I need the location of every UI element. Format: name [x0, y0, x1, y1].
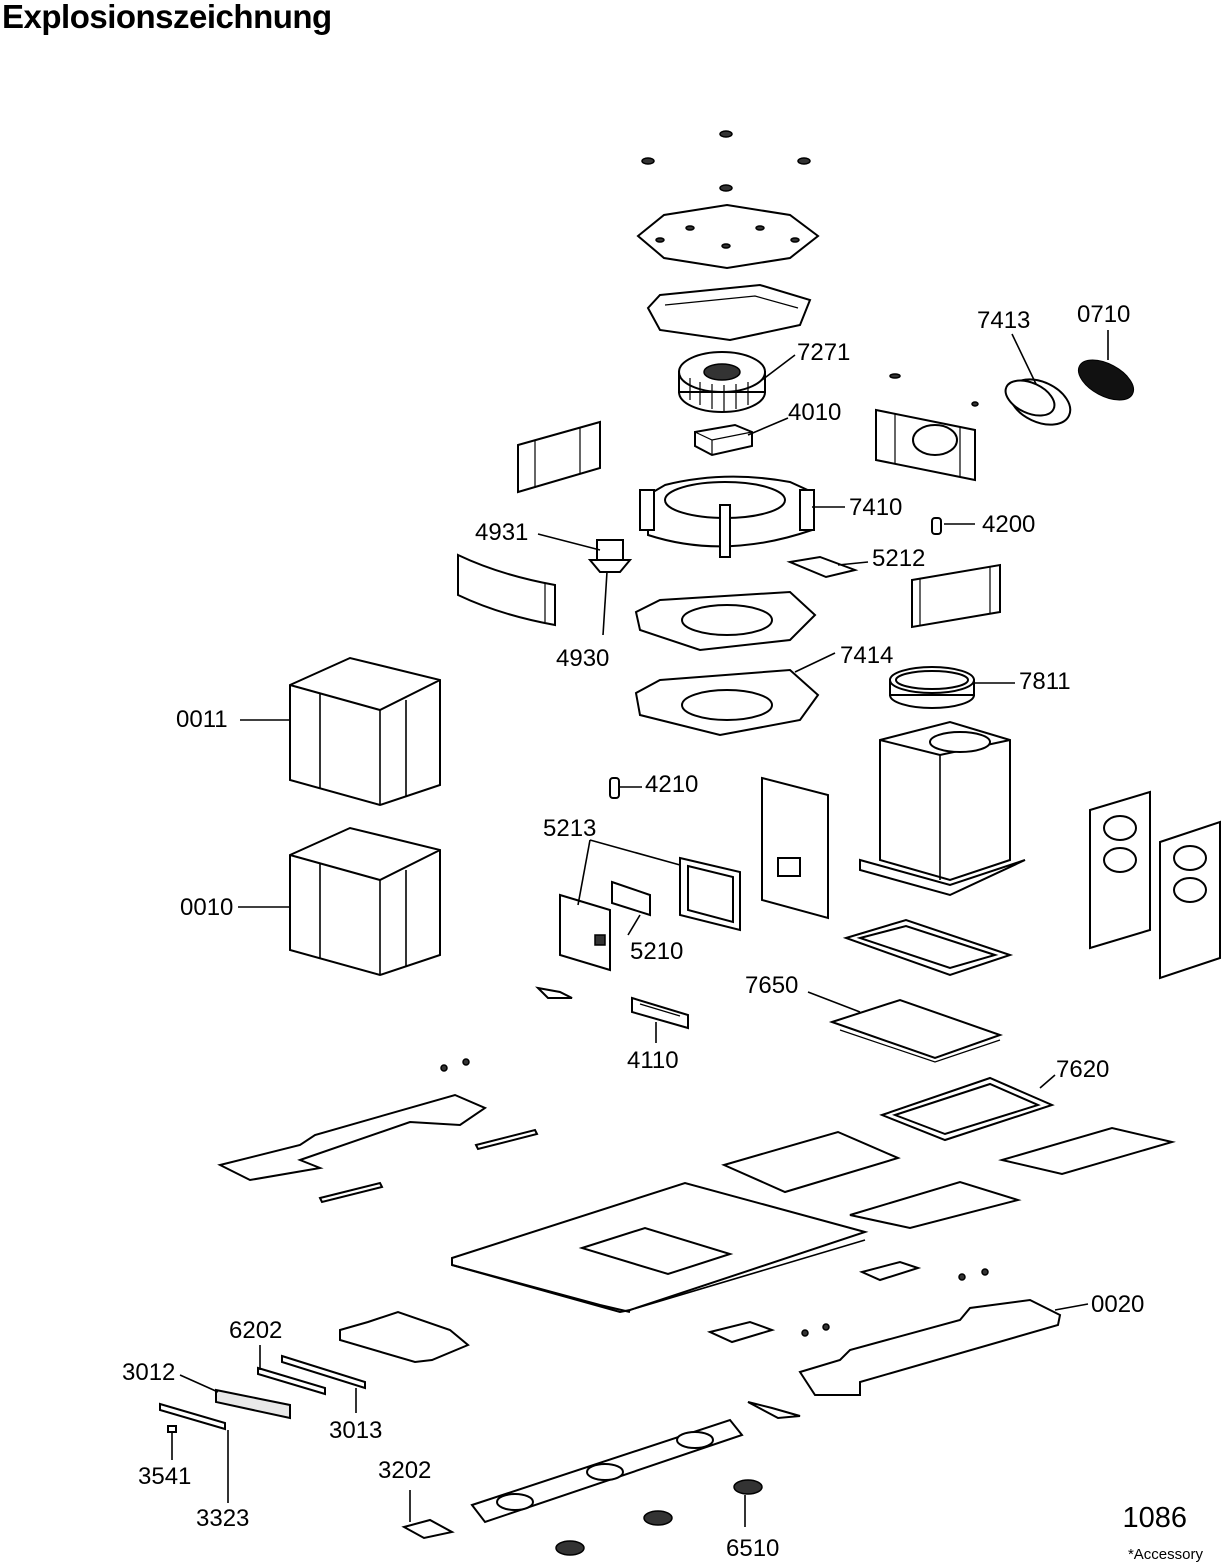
label-4931: 4931: [475, 519, 528, 546]
label-6510: 6510: [726, 1535, 779, 1562]
fan-chassis: [859, 720, 1026, 897]
chimney-upper-0011: [289, 656, 441, 807]
clip: [535, 986, 573, 999]
label-3323: 3323: [196, 1505, 249, 1532]
part-labels: 0710 7413 7271 4010 7410 4200 4931 5212 …: [122, 301, 1144, 1562]
gasket-plate: [646, 283, 812, 342]
ring-7413: [1004, 378, 1072, 426]
side-bracket-upper-left: [517, 420, 601, 494]
side-panel-middle: [761, 776, 829, 920]
motor-bracket-4010: [694, 423, 753, 457]
capacitor-4931: [587, 539, 633, 573]
rear-panel-0020: [798, 1298, 1062, 1396]
top-plate: [636, 203, 820, 270]
part-5212: [786, 555, 859, 579]
label-4200: 4200: [982, 511, 1035, 538]
label-4210: 4210: [645, 771, 698, 798]
bracket: [706, 1320, 776, 1344]
label-3202: 3202: [378, 1457, 431, 1484]
label-6202: 6202: [229, 1317, 282, 1344]
chimney-lower-0010: [289, 826, 441, 977]
clip-3202: [401, 1518, 455, 1540]
flange-plate-7414: [634, 668, 820, 737]
label-7410: 7410: [849, 494, 902, 521]
accessory-note: *Accessory: [1127, 1546, 1203, 1563]
label-7271: 7271: [797, 339, 850, 366]
label-4110: 4110: [627, 1047, 679, 1074]
light-bar: [470, 1418, 744, 1524]
electronics-box: [679, 856, 741, 932]
label-4930: 4930: [556, 645, 609, 672]
label-3013: 3013: [329, 1417, 382, 1444]
side-panels-right: [1089, 790, 1221, 980]
motor-housing-7410: [639, 475, 815, 558]
control-board: [559, 880, 651, 972]
label-7620: 7620: [1056, 1056, 1109, 1083]
part-4210: [609, 777, 620, 799]
lamps-6510: [555, 1479, 763, 1556]
ring-plate: [634, 590, 817, 652]
label-0011: 0011: [176, 706, 228, 733]
side-bracket-upper-right: [875, 408, 976, 482]
label-7414: 7414: [840, 642, 893, 669]
page-title: Explosionszeichnung: [2, 0, 332, 35]
screw: [971, 401, 979, 407]
leader-lines: [171, 330, 1109, 1527]
curved-side-panel: [457, 553, 556, 627]
filter-frame: [842, 918, 1014, 977]
main-canopy: [451, 1181, 869, 1314]
label-3012: 3012: [122, 1359, 175, 1386]
filter-panel-right: [911, 563, 1001, 629]
bracket: [858, 1260, 922, 1282]
part-4200: [931, 517, 942, 535]
screw: [889, 373, 901, 379]
label-3541: 3541: [138, 1463, 191, 1490]
label-7413: 7413: [977, 307, 1030, 334]
label-0020: 0020: [1091, 1291, 1144, 1318]
strip-parts: [159, 1354, 366, 1433]
filter-7650: [828, 998, 1004, 1063]
label-5212: 5212: [872, 545, 925, 572]
sheet-number: 1086: [1122, 1502, 1187, 1534]
check-valve-0710: [1077, 359, 1135, 401]
cover-plate: [339, 1310, 470, 1364]
label-0010: 0010: [180, 894, 233, 921]
ring-7811: [889, 666, 975, 709]
label-7811: 7811: [1019, 668, 1071, 695]
label-7650: 7650: [745, 972, 798, 999]
label-0710: 0710: [1077, 301, 1130, 328]
label-5213: 5213: [543, 815, 596, 842]
clip: [747, 1401, 801, 1420]
rear-panel-left: [217, 1058, 539, 1204]
label-4010: 4010: [788, 399, 841, 426]
light-covers-7620: [721, 1076, 1176, 1230]
switch-4110: [631, 996, 689, 1030]
label-5210: 5210: [630, 938, 683, 965]
top-screws: [641, 130, 811, 192]
fan-wheel-7271: [678, 351, 766, 413]
